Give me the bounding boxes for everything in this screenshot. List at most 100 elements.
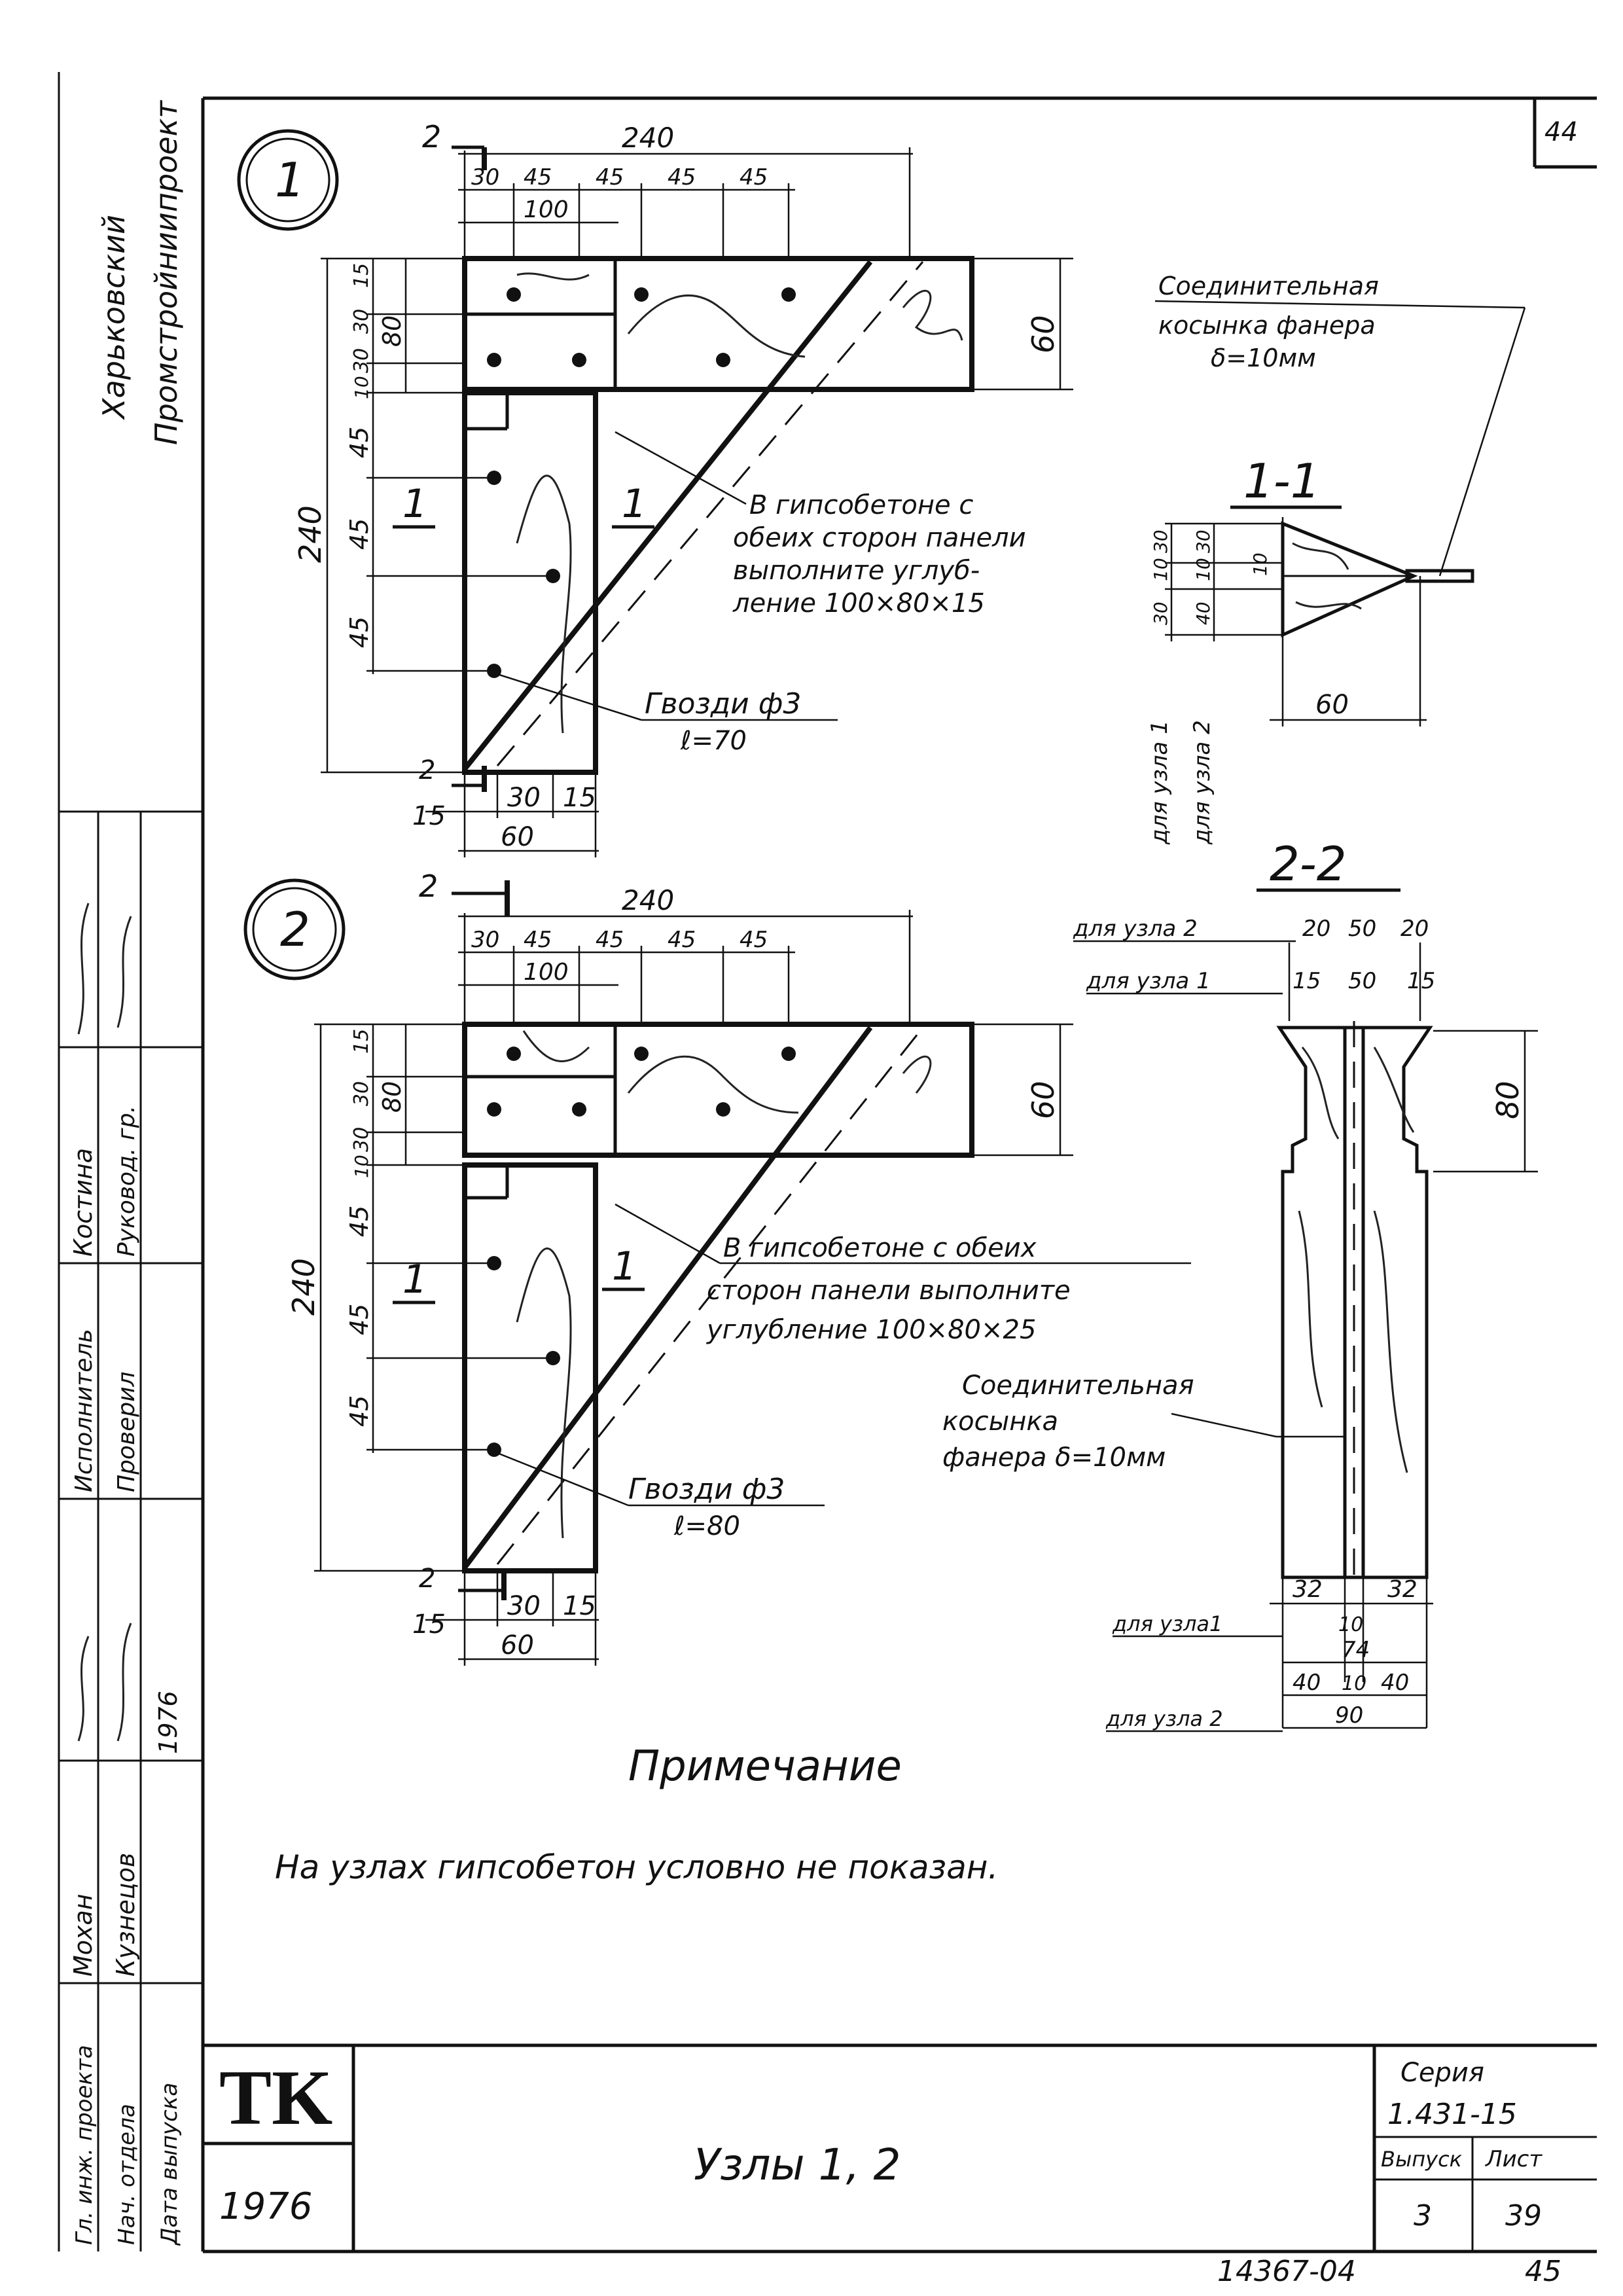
section-1-1-for-node1: для узла 1 xyxy=(1147,720,1173,845)
node-2-nails-length: ℓ=80 xyxy=(673,1511,740,1541)
node-2-dim-top: 240 xyxy=(622,884,674,916)
node-2-gusset-edge xyxy=(462,1026,873,1570)
node-2-dim-100: 100 xyxy=(524,959,569,986)
section-2-2: 2-2 для узла 2 20 50 20 для узла 1 15 50… xyxy=(942,836,1538,1732)
note-title: Примечание xyxy=(628,1742,902,1791)
drawing-title: Узлы 1, 2 xyxy=(694,2140,901,2190)
node-1-note-line-2: обеих сторон панели xyxy=(733,523,1026,553)
section-2-2-row2-dim-2: 50 xyxy=(1348,968,1376,994)
footer-right: 45 xyxy=(1525,2255,1561,2288)
node-1-cut-mark-left: 1 xyxy=(402,481,427,527)
node-1-horizontal-member xyxy=(462,256,974,392)
node-1-dim-left-15: 15 xyxy=(350,263,373,288)
section-2-2-row2-dim-3: 15 xyxy=(1407,968,1435,994)
node-1-dim-part-2: 45 xyxy=(524,164,552,190)
node-1-dim-left-45b: 45 xyxy=(345,518,374,550)
node-1-dim-bottom-30: 30 xyxy=(507,783,541,813)
section-2-2-gusset-line-3: фанера δ=10мм xyxy=(942,1443,1166,1473)
section-1-1-for-node2: для узла 2 xyxy=(1189,720,1215,845)
section-1-1-dim-b-2: 10 xyxy=(1192,558,1214,581)
section-2-2-bottom-dim-a-2: 32 xyxy=(1387,1576,1418,1603)
section-2-2-bottom-node1-dim: 10 xyxy=(1338,1613,1363,1636)
stamp-date: 1976 xyxy=(154,1691,183,1754)
node-2: 2 2 240 30 45 xyxy=(243,869,1191,1666)
node-2-nails-title: Гвозди ф3 xyxy=(628,1473,785,1506)
section-2-2-gusset-line-2: косынка xyxy=(942,1407,1058,1437)
organization-line1: Харьковский xyxy=(96,215,132,420)
node-2-dim-bottom-60: 60 xyxy=(501,1630,534,1660)
node-1-dim-60-right: 60 xyxy=(1026,315,1061,353)
section-2-2-title: 2-2 xyxy=(1270,836,1347,891)
node-1-section-mark: 2 xyxy=(422,119,441,154)
node-2-dim-part-4: 45 xyxy=(668,927,696,953)
node-2-section-mark: 2 xyxy=(419,869,438,904)
node-2-dim-80: 80 xyxy=(378,1081,406,1113)
sheet-frame xyxy=(58,72,1597,2253)
title-block: TK 1976 Узлы 1, 2 Серия 1.431-15 Выпуск … xyxy=(219,2054,1543,2233)
node-1-nails-length: ℓ=70 xyxy=(680,726,747,756)
node-2-dim-bottom-2: 2 xyxy=(419,1564,435,1594)
section-2-2-row1-label: для узла 2 xyxy=(1073,916,1198,942)
stamp-role-6: Дата выпуска xyxy=(156,2083,183,2246)
node-2-dim-left-vertical: 240 xyxy=(286,1258,321,1316)
node-1-note-line-4: ление 100×80×15 xyxy=(732,588,985,619)
node-1-cut-mark-right: 1 xyxy=(622,481,647,527)
node-2-dim-bottom-30: 30 xyxy=(507,1591,541,1621)
issue-label: Выпуск xyxy=(1381,2147,1463,2172)
page-number: 44 xyxy=(1544,117,1578,147)
node-2-horizontal-member xyxy=(462,1022,974,1158)
node-2-label: 2 xyxy=(280,902,310,957)
section-2-2-bottom-node2-label: для узла 2 xyxy=(1105,1706,1223,1731)
node-1-dim-left-vertical: 240 xyxy=(293,505,328,563)
title-block-year: 1976 xyxy=(219,2185,313,2228)
node-1-dim-100: 100 xyxy=(524,196,569,223)
issue-value: 3 xyxy=(1414,2199,1432,2233)
node-1-dim-left-45a: 45 xyxy=(345,427,374,458)
section-1-1-dim-10: 10 xyxy=(1249,552,1271,576)
section-2-2-row1-dim-2: 50 xyxy=(1348,916,1376,942)
note-block: Примечание На узлах гипсобетон условно н… xyxy=(275,1742,998,1886)
section-2-2-bottom-74: 74 xyxy=(1342,1637,1370,1663)
title-block-logo: TK xyxy=(219,2054,332,2141)
section-1-1-dim-a-3: 30 xyxy=(1150,601,1171,625)
section-1-1-dim-b-1: 30 xyxy=(1192,529,1214,553)
sheet-label: Лист xyxy=(1484,2146,1543,2172)
node-1-dim-part-3: 45 xyxy=(596,164,624,190)
node-1-dim-part-4: 45 xyxy=(668,164,696,190)
section-1-1-dim-a-1: 30 xyxy=(1150,529,1171,553)
section-2-2-bottom-dim-b-3: 40 xyxy=(1381,1670,1409,1696)
node-2-dim-left-30: 30 xyxy=(350,1081,373,1106)
node-2-dim-bottom-15: 15 xyxy=(412,1609,446,1640)
node-1-circle xyxy=(237,129,339,231)
stamp-name-3: Костина xyxy=(69,1148,98,1257)
node-1-dim-part-5: 45 xyxy=(740,164,768,190)
node-1-note-line-1: В гипсобетоне с xyxy=(749,490,973,520)
section-2-2-bottom-dim-a-1: 32 xyxy=(1293,1576,1323,1603)
node-2-cut-mark-right: 1 xyxy=(612,1244,637,1289)
section-1-1-gusset-line-3: δ=10мм xyxy=(1211,344,1316,372)
section-1-1-dim-bottom: 60 xyxy=(1315,690,1349,720)
node-2-cut-mark-left: 1 xyxy=(402,1257,427,1302)
node-2-note-line-2: сторон панели выполните xyxy=(707,1276,1071,1306)
note-text: На узлах гипсобетон условно не показан. xyxy=(275,1848,998,1886)
node-2-dim-left-45a: 45 xyxy=(345,1206,374,1237)
section-2-2-dim-80: 80 xyxy=(1490,1081,1525,1119)
section-2-2-row1-dim-3: 20 xyxy=(1400,916,1429,942)
section-2-2-bottom-node1-label: для узла1 xyxy=(1112,1611,1222,1636)
stamp-role-5: Проверил xyxy=(113,1371,140,1492)
node-2-dim-left-10: 10 xyxy=(351,1155,372,1178)
node-1-dim-left-45c: 45 xyxy=(345,617,374,648)
section-1-1-title: 1-1 xyxy=(1243,454,1321,509)
node-2-dim-part-2: 45 xyxy=(524,927,552,953)
node-2-note-line-3: углубление 100×80×25 xyxy=(706,1315,1036,1345)
node-1-label: 1 xyxy=(275,152,305,207)
node-1-dim-left-10: 10 xyxy=(351,376,372,399)
node-1-nails-title: Гвозди ф3 xyxy=(645,687,801,721)
node-2-dim-part-3: 45 xyxy=(596,927,624,953)
node-1-dim-bottom-15: 15 xyxy=(412,801,446,831)
node-1-dim-left-30b: 30 xyxy=(350,348,373,373)
stamp-role-1: Гл. инж. проекта xyxy=(71,2045,98,2245)
section-1-1-gusset-line-1: Соединительная xyxy=(1158,272,1379,300)
node-2-note-line-1: В гипсобетоне с обеих xyxy=(723,1233,1037,1263)
